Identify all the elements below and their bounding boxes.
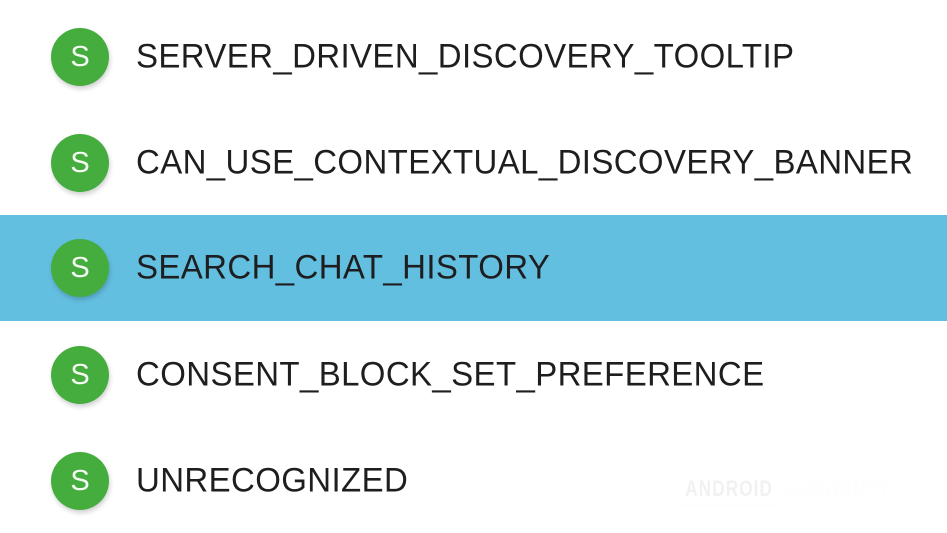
avatar-letter: S [70,358,90,391]
list-item-label: SERVER_DRIVEN_DISCOVERY_TOOLTIP [136,37,795,76]
avatar-letter: S [70,464,90,497]
list-item[interactable]: S CAN_USE_CONTEXTUAL_DISCOVERY_BANNER [0,110,947,216]
avatar: S [51,452,109,510]
list-item-label: UNRECOGNIZED [136,461,409,500]
avatar-letter: S [70,40,90,73]
list-item[interactable]: S SERVER_DRIVEN_DISCOVERY_TOOLTIP [0,4,947,110]
list-item[interactable]: S UNRECOGNIZED [0,428,947,533]
avatar: S [51,28,109,86]
avatar: S [51,346,109,404]
list-item[interactable]: S CONSENT_BLOCK_SET_PREFERENCE [0,322,947,428]
list-item-label: SEARCH_CHAT_HISTORY [136,248,551,287]
list-item-label: CONSENT_BLOCK_SET_PREFERENCE [136,355,765,394]
avatar-letter: S [70,146,90,179]
list-item-label: CAN_USE_CONTEXTUAL_DISCOVERY_BANNER [136,143,914,182]
list-item-selected[interactable]: S SEARCH_CHAT_HISTORY [0,215,947,321]
avatar: S [51,239,109,297]
avatar-letter: S [70,251,90,284]
avatar: S [51,134,109,192]
